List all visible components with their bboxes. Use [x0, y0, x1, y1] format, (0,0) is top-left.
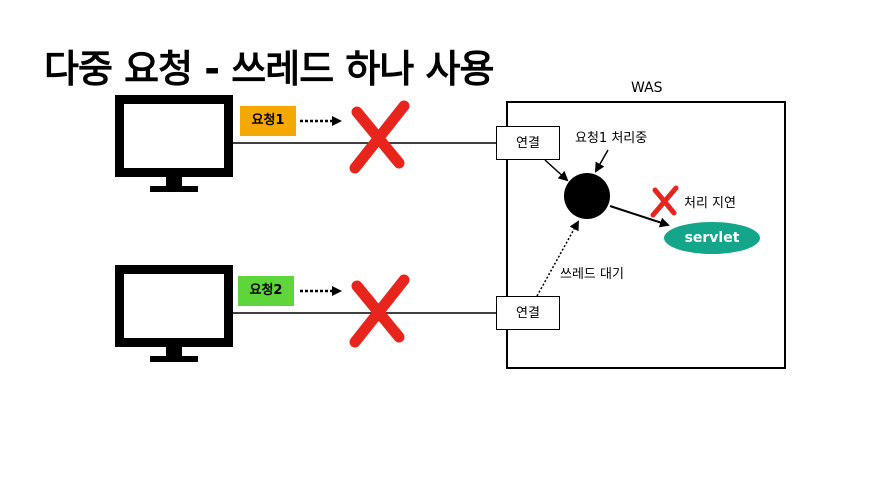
thread-status-label: 요청1 처리중	[575, 131, 648, 146]
arrow-icon	[544, 159, 569, 182]
arrow-icon	[536, 220, 579, 297]
cross-icon	[650, 185, 679, 218]
arrow-icon	[609, 205, 670, 228]
delay-label: 처리 지연	[684, 196, 736, 211]
cross-icon	[349, 274, 410, 348]
request-1-label: 요청1	[240, 106, 296, 136]
connection-box-1: 연결	[496, 126, 560, 160]
cross-icon	[349, 100, 410, 174]
page-title: 다중 요청 - 쓰레드 하나 사용	[44, 47, 494, 91]
connection-box-2: 연결	[496, 296, 560, 330]
monitor-icon	[115, 95, 233, 192]
arrow-icon	[595, 149, 609, 173]
request-2-label: 요청2	[238, 276, 294, 306]
was-label: WAS	[631, 80, 663, 96]
thread-wait-label: 쓰레드 대기	[560, 267, 624, 282]
thread-circle-icon	[564, 173, 610, 219]
monitor-icon	[115, 265, 233, 362]
servlet-node: servlet	[664, 222, 760, 254]
was-container	[506, 101, 786, 369]
